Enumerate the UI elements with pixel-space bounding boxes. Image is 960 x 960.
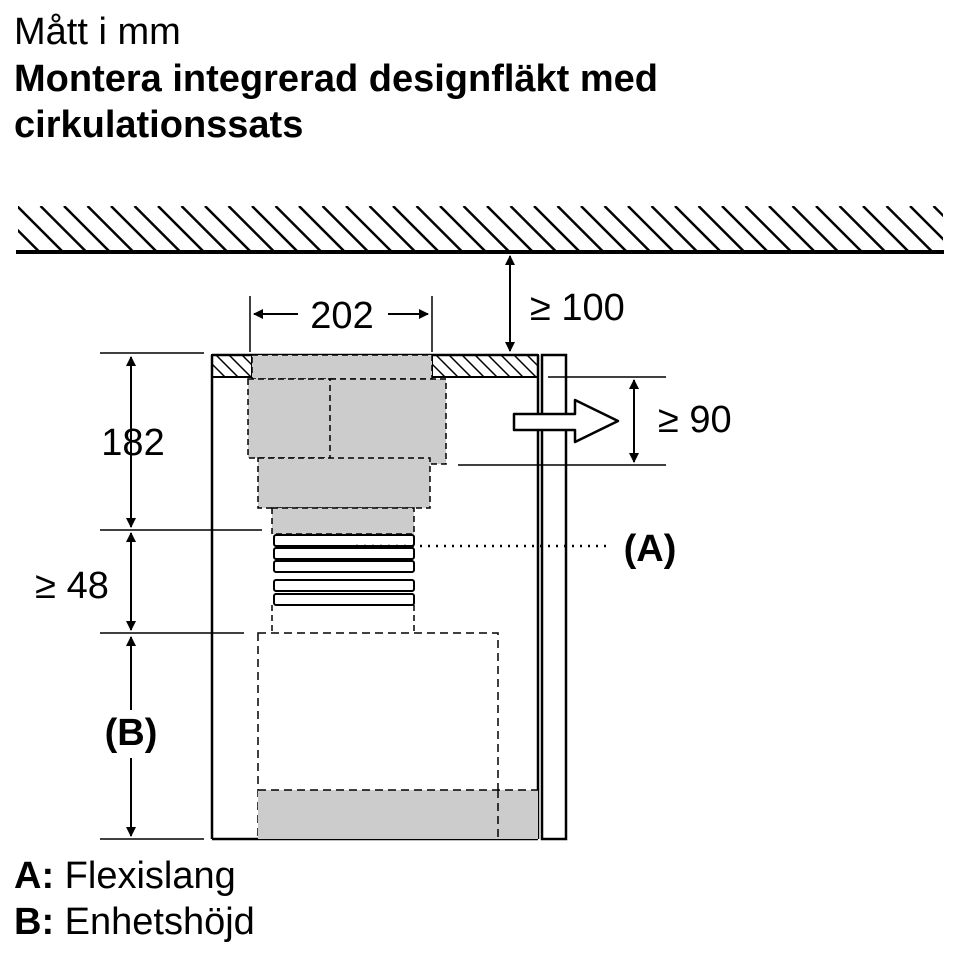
hatch-line	[448, 355, 472, 377]
legend-label: Flexislang	[64, 855, 236, 897]
hatch-line	[133, 206, 182, 252]
hatch-line	[18, 206, 64, 252]
hatch-line	[486, 206, 534, 252]
airflow-arrow-icon	[512, 398, 620, 444]
hatch-line	[461, 355, 485, 377]
hood-unit	[257, 632, 538, 840]
hatch-line	[0, 206, 16, 252]
units-note: Mått i mm	[14, 11, 181, 53]
hatch-line	[474, 355, 498, 377]
callout-hose: (A)	[624, 528, 677, 570]
fan-neck	[271, 507, 415, 535]
legend-label: Enhetshöjd	[64, 901, 255, 943]
hatch-line	[212, 375, 213, 377]
flexible-hose	[273, 534, 415, 606]
hatch-line	[838, 206, 887, 252]
hatch-line	[487, 355, 511, 377]
hatch-line	[321, 206, 370, 252]
hatch-line	[227, 206, 276, 252]
hatch-line	[500, 355, 524, 377]
hatch-line	[526, 355, 538, 368]
hatch-line	[603, 206, 652, 252]
legend-item-b: B: Enhetshöjd	[14, 900, 255, 944]
hatch-line	[580, 206, 628, 252]
hatch-line	[18, 228, 41, 252]
hatch-line	[533, 206, 581, 252]
dim-hose-height: ≥ 48	[35, 565, 109, 607]
hatch-line	[39, 206, 88, 252]
hatch-line	[862, 206, 910, 252]
hatch-line	[909, 206, 943, 241]
hatch-line	[815, 206, 863, 252]
hatch-line	[791, 206, 840, 252]
hatch-line	[298, 206, 346, 252]
hatch-line	[215, 355, 239, 377]
dim-top-height: 182	[101, 422, 164, 464]
page-title: Montera integrerad designfläkt med cirku…	[14, 58, 659, 146]
cabinet-door	[540, 353, 568, 841]
hatch-line	[439, 206, 487, 252]
filter-right	[329, 378, 447, 465]
legend-key: B:	[14, 901, 55, 943]
dim-outlet-gap: ≥ 90	[658, 399, 732, 441]
hatch-line	[204, 206, 252, 252]
legend-item-a: A: Flexislang	[14, 854, 236, 898]
dim-unit-height: (B)	[105, 712, 158, 754]
fan-housing	[257, 457, 431, 509]
hatch-line	[63, 206, 111, 252]
hatch-line	[435, 355, 459, 377]
hatch-line	[157, 206, 205, 252]
outlet-collar	[251, 354, 433, 380]
hatch-line	[513, 355, 537, 377]
hatch-line	[251, 206, 299, 252]
hatch-line	[432, 362, 446, 377]
hatch-line	[462, 206, 511, 252]
hatch-line	[509, 206, 558, 252]
hatch-line	[241, 355, 252, 367]
hatch-line	[768, 206, 816, 252]
circulation-kit	[247, 354, 447, 535]
hatch-line	[368, 206, 417, 252]
hatch-line	[274, 206, 323, 252]
ceiling	[0, 206, 944, 254]
hatch-line	[180, 206, 229, 252]
dimension-arrows	[126, 255, 639, 837]
hatch-line	[345, 206, 393, 252]
hatch-line	[650, 206, 699, 252]
hatch-line	[627, 206, 675, 252]
hatch-line	[556, 206, 605, 252]
hatch-line	[415, 206, 464, 252]
hatch-line	[674, 206, 722, 252]
hatch-line	[885, 206, 934, 252]
legend-key: A:	[14, 855, 55, 897]
hatch-line	[110, 206, 158, 252]
hatch-line	[744, 206, 793, 252]
filter-left	[247, 378, 333, 459]
hatch-line	[697, 206, 746, 252]
hatch-line	[721, 206, 769, 252]
hatch-line	[228, 355, 252, 377]
hatch-line	[86, 206, 135, 252]
extension-lines	[100, 296, 666, 840]
hatch-line	[932, 206, 943, 218]
dim-ceiling-gap: ≥ 100	[530, 287, 625, 329]
hatch-line	[212, 362, 226, 377]
cabinet-top-board	[211, 354, 539, 378]
dim-width-duct: 202	[310, 295, 373, 337]
hatch-line	[392, 206, 440, 252]
